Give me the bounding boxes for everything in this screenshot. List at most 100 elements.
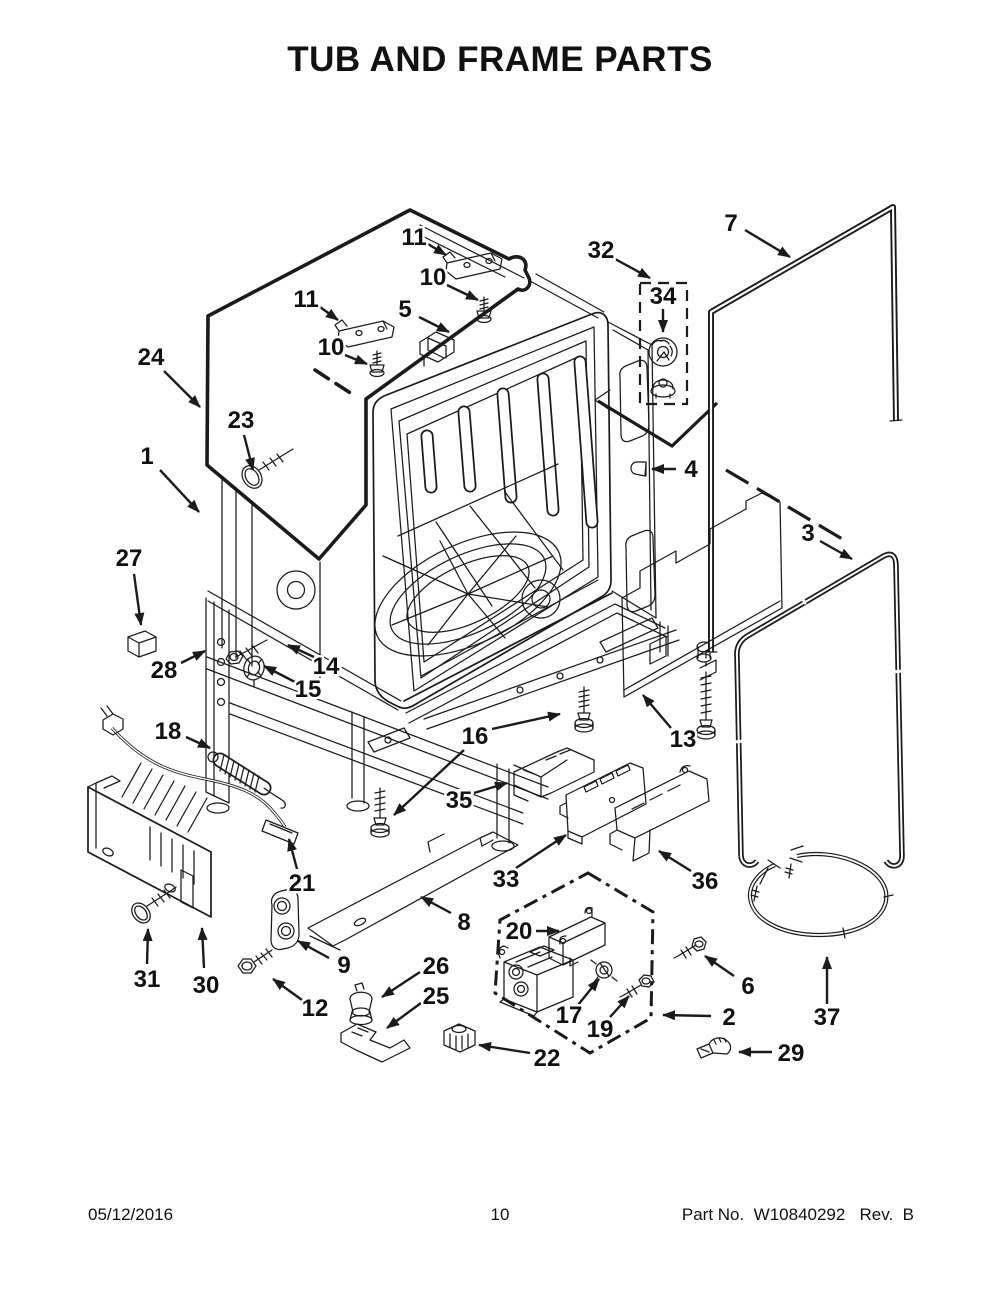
callout-17: 17 [556, 1002, 583, 1029]
callout-15: 15 [295, 676, 322, 703]
callout-10: 10 [318, 334, 345, 361]
callout-34: 34 [650, 283, 677, 310]
callout-arrow-25 [386, 1002, 422, 1029]
callout-arrow-32 [614, 257, 651, 280]
callout-arrow-3 [819, 539, 853, 561]
callout-20: 20 [506, 918, 533, 945]
callout-19: 19 [587, 1016, 614, 1043]
float-bracket [340, 1023, 411, 1063]
callout-9: 9 [337, 952, 350, 979]
frame-screw [225, 639, 268, 665]
footer-page-number: 10 [490, 1205, 510, 1224]
leveling-screw [696, 651, 716, 740]
callout-5: 5 [398, 296, 411, 323]
callout-arrow-22 [478, 1041, 531, 1055]
callout-33: 33 [493, 866, 520, 893]
callout-3: 3 [801, 520, 814, 547]
spring [207, 751, 286, 809]
base-shield-plate [307, 831, 519, 951]
footer-date: 05/12/2016 [88, 1205, 174, 1224]
callout-arrow-12 [272, 978, 303, 1001]
callout-arrow-6 [704, 955, 735, 977]
callout-22: 22 [534, 1045, 561, 1072]
callout-14: 14 [313, 653, 340, 680]
drain-hose [747, 845, 894, 939]
tub-clip [630, 461, 647, 477]
tub-right-wall [529, 273, 657, 619]
latch-bracket [419, 331, 455, 367]
callout-arrow-23 [242, 434, 255, 471]
access-panel [87, 762, 212, 918]
callout-arrow-17 [577, 978, 600, 1006]
callout-arrow-8 [420, 895, 452, 915]
callout-arrow-16 [393, 749, 465, 816]
mounting-screw [673, 936, 707, 959]
callout-arrow-11 [319, 306, 339, 321]
base-frame [205, 477, 712, 852]
callout-18: 18 [155, 718, 182, 745]
callout-arrow-14 [287, 643, 315, 659]
callout-11: 11 [401, 224, 426, 251]
bracket-screw [476, 296, 492, 324]
callout-24: 24 [138, 344, 165, 371]
retainer-clip [696, 1037, 732, 1059]
callout-arrow-28 [180, 649, 206, 665]
door-gasket [704, 204, 903, 653]
callout-arrow-5 [418, 315, 450, 334]
junction-box-cover [548, 906, 606, 967]
callouts: 1234567891011101112131415161718192021222… [113, 208, 853, 1075]
leveling-screw [370, 787, 390, 838]
callout-arrow-27 [132, 573, 145, 626]
ground-wire [100, 705, 287, 828]
callout-32: 32 [588, 237, 615, 264]
control-bracket [513, 747, 595, 802]
clamp-screw [619, 974, 655, 998]
board-cover [609, 765, 710, 862]
callout-arrow-35 [473, 781, 508, 795]
double-grommet [270, 888, 300, 951]
callout-11: 11 [293, 286, 318, 313]
frame-washer [243, 655, 265, 688]
retainer-kit-box [638, 281, 689, 406]
panel-screw [131, 886, 177, 924]
callout-arrow-30 [197, 927, 208, 969]
insulation-blanket [205, 208, 532, 561]
callout-30: 30 [193, 972, 220, 999]
overfill-float [349, 982, 373, 1026]
callout-26: 26 [423, 953, 450, 980]
page-title: TUB AND FRAME PARTS [287, 40, 713, 79]
grommet [443, 1023, 476, 1053]
callout-arrow-36 [658, 849, 692, 873]
callout-arrow-15 [263, 664, 296, 684]
callout-35: 35 [446, 787, 473, 814]
hex-bolt [237, 948, 273, 974]
callout-arrow-31 [142, 928, 153, 965]
callout-arrow-26 [381, 970, 421, 999]
callout-arrow-18 [185, 735, 211, 750]
control-board [559, 762, 647, 845]
callout-2: 2 [722, 1004, 735, 1031]
bracket-screw [369, 350, 385, 378]
footer-part-number: Part No. W10840292 Rev. B [681, 1205, 914, 1224]
callout-36: 36 [692, 868, 719, 895]
strain-relief-clamp [590, 959, 618, 983]
callout-21: 21 [289, 870, 316, 897]
callout-arrow-10 [344, 353, 368, 366]
callout-31: 31 [134, 966, 161, 993]
callout-28: 28 [151, 657, 178, 684]
callout-4: 4 [684, 456, 698, 483]
callout-6: 6 [741, 973, 754, 1000]
insulation-panel [621, 492, 783, 698]
callout-arrow-1 [159, 469, 200, 513]
link [261, 819, 299, 845]
mounting-bracket [334, 319, 395, 348]
callout-arrow-9 [297, 939, 330, 960]
callout-27: 27 [116, 545, 143, 572]
callout-7: 7 [724, 210, 737, 237]
callout-1: 1 [140, 443, 153, 470]
callout-23: 23 [228, 407, 255, 434]
callout-arrow-13 [642, 694, 672, 729]
callout-arrow-21 [287, 838, 299, 870]
